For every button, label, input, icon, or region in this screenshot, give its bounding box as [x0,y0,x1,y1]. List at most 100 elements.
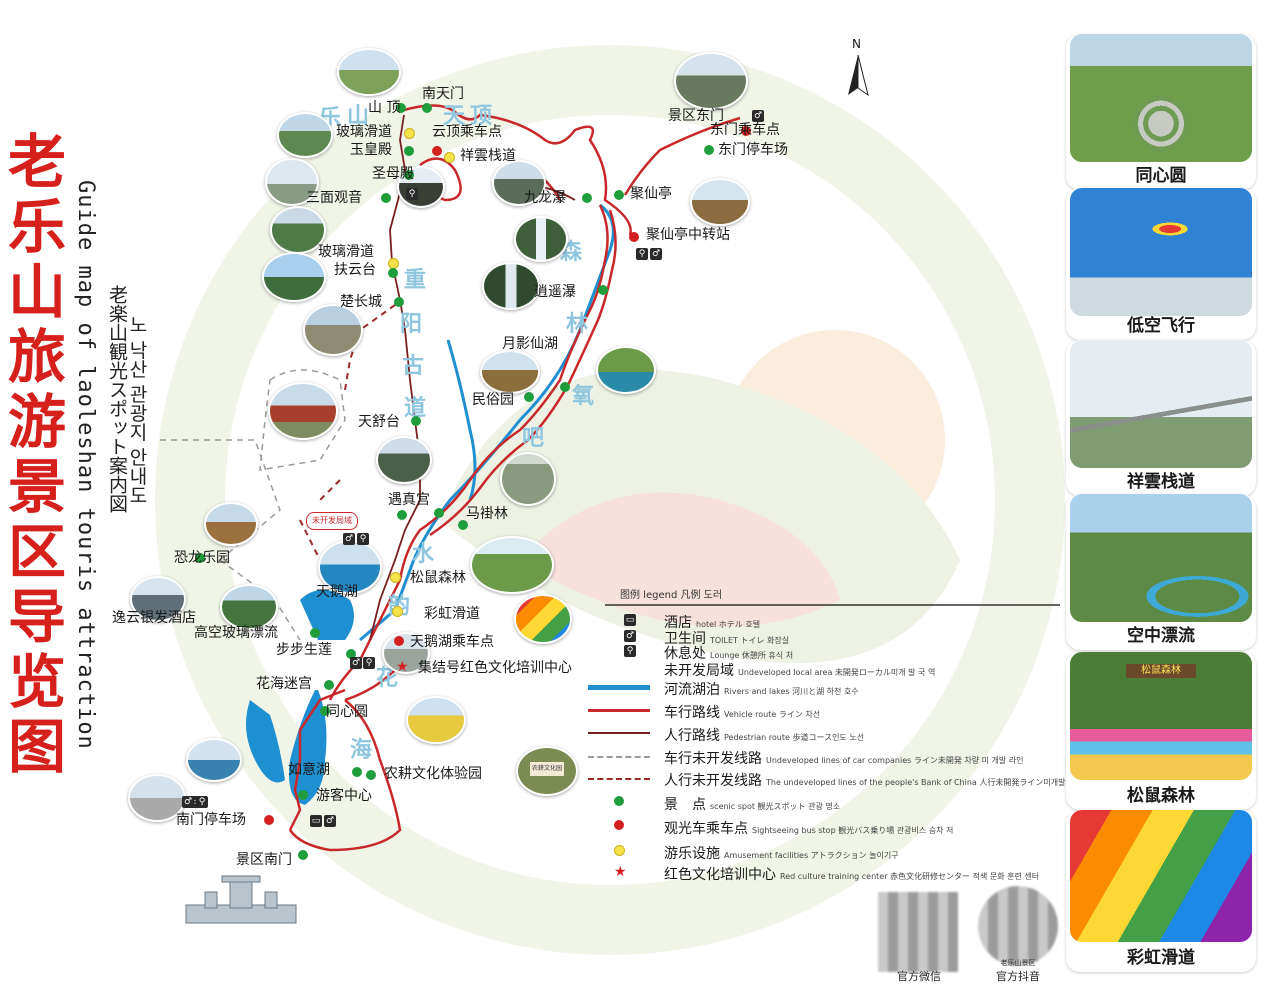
bus-dot-yunding[interactable] [432,146,442,156]
label-jijiehao: 集结号红色文化培训中心 [418,660,572,676]
scenic-spot-swatch [614,796,624,806]
label-tianehu: 天鹅湖 [316,584,358,600]
spot-dot-shanding[interactable] [396,103,406,113]
amusement-dot-glass-slide-top[interactable] [404,128,415,139]
thumb-lake-photo [596,346,656,394]
side-card-tongxinyuan[interactable]: 同心圆 [1066,34,1256,190]
thumb-gate-photo [268,382,338,440]
label-tianshu: 天舒台 [358,414,400,430]
route-char: 重 [404,268,427,293]
route-char: 氧 [572,384,595,409]
amusement-dot-xiangyun[interactable] [444,152,455,163]
spot-dot-xiaoyaopu[interactable] [598,285,608,295]
label-juxianting-hub: 聚仙亭中转站 [646,227,730,243]
label-tianehu-bus: 天鹅湖乘车点 [410,634,494,650]
photo-tongxinyuan [1070,34,1252,162]
bus-dot-juxianting[interactable] [629,232,639,242]
bus-dot-tianehu[interactable] [394,636,404,646]
north-label: N [852,37,861,51]
thumb-squirrel-forest-photo [470,536,554,594]
toilet-icon: ♂ [350,657,362,669]
thumb-great-wall-photo [303,304,363,356]
douyin-qr-caption: 老乐山景区 [1000,959,1036,967]
thumb-swan-lake-photo [318,540,382,594]
side-card-xiangyun-zhandao[interactable]: 祥雲栈道 [1066,340,1256,496]
spot-dot-ruyi[interactable] [352,767,362,777]
caption-songshu-senlin: 松鼠森林 [1127,786,1195,806]
label-xiaoyaopu: 逍遥瀑 [534,284,576,300]
spot-dot-nantianmen[interactable] [422,103,432,113]
photo-sky-drift [1070,494,1252,622]
label-minsu: 民俗园 [472,392,514,408]
side-card-dikong-feixing[interactable]: 低空飞行 [1066,188,1256,340]
spot-dot-gaokong[interactable] [310,628,320,638]
toilet-icon: ♂ [343,533,355,545]
side-card-songshu-senlin[interactable]: 松鼠森林 松鼠森林 [1066,652,1256,810]
label-yueying: 月影仙湖 [502,336,558,352]
label-yiyun-hotel: 逸云银发酒店 [112,610,196,626]
label-chuchangcheng: 楚长城 [340,294,382,310]
label-caihong: 彩虹滑道 [424,606,480,622]
label-dongmen: 景区东门 [668,108,724,124]
wechat-qr-label: 官方微信 [897,970,941,983]
map-title: 老乐山旅游景区导览图 [7,128,66,781]
label-jiulongpu: 九龙瀑 [524,190,566,206]
label-yuzhen: 遇真宫 [388,492,430,508]
spot-dot-nonggeng[interactable] [366,770,376,780]
spot-dot-youke[interactable] [298,790,308,800]
route-char: 古 [402,354,425,379]
label-maguai: 马褂林 [466,506,508,522]
amusement-dot-caihong[interactable] [392,606,403,617]
route-char: 林 [566,312,589,337]
label-youke: 游客中心 [316,788,372,804]
spot-dot-tianshu[interactable] [411,416,421,426]
spot-dot-minsu[interactable] [524,392,534,402]
hotel-icon: ▭ [624,614,636,626]
side-card-caihong-huadao[interactable]: 彩虹滑道 [1066,810,1256,972]
label-bubu: 步步生莲 [276,642,332,658]
red-culture-star[interactable]: ★ [396,659,409,675]
label-south-parking: 南门停车场 [176,812,246,828]
spot-dot-konglong[interactable] [195,553,205,563]
spot-dot-bubu[interactable] [346,649,356,659]
thumb-flower-sea-photo [406,696,466,744]
spot-dot-dongmen-parking[interactable] [704,145,714,155]
spot-dot-shengmu[interactable] [404,170,414,180]
spot-dot-yuzhen[interactable] [397,510,407,520]
caption-caihong-huadao: 彩虹滑道 [1127,948,1195,968]
south-gate-illustration [185,875,297,924]
thumb-ruyi-photo [186,738,242,782]
amusement-dot-songshu[interactable] [390,572,401,583]
bus-dot-south-parking[interactable] [264,815,274,825]
spot-dot-huahai[interactable] [324,680,334,690]
north-arrow [848,54,869,97]
spot-dot-yuhuangdian[interactable] [404,146,414,156]
spot-dot-fuyuntai[interactable] [388,268,398,278]
spot-dot-maguai-1[interactable] [434,508,444,518]
spot-dot-yueying[interactable] [560,382,570,392]
thumb-fuyuntai-photo [262,252,326,302]
label-ruyi: 如意湖 [288,762,330,778]
spot-dot-chuchangcheng[interactable] [394,297,404,307]
thumb-training-photo [382,632,430,674]
spot-dot-tongxin[interactable] [320,706,330,716]
spot-dot-jiulongpu[interactable] [582,193,592,203]
side-card-kongzhong-piaoliu[interactable]: 空中漂流 [1066,494,1256,650]
wechat-qr-code[interactable] [878,892,958,972]
label-dongmen-bus: 东门乘车点 [710,122,780,138]
spot-dot-maguai-2[interactable] [458,520,468,530]
douyin-qr-code[interactable] [978,886,1058,966]
spot-dot-juxianting[interactable] [614,190,624,200]
red-star-icon: ★ [614,864,627,880]
japanese-subtitle: 老楽山観光スポット案内図 [106,285,128,513]
spot-dot-nanmen[interactable] [298,850,308,860]
caption-kongzhong-piaoliu: 空中漂流 [1127,626,1195,646]
bus-dot-dongmen[interactable] [741,126,751,136]
label-fuyuntai: 扶云台 [334,262,376,278]
spot-dot-sanmian[interactable] [381,193,391,203]
